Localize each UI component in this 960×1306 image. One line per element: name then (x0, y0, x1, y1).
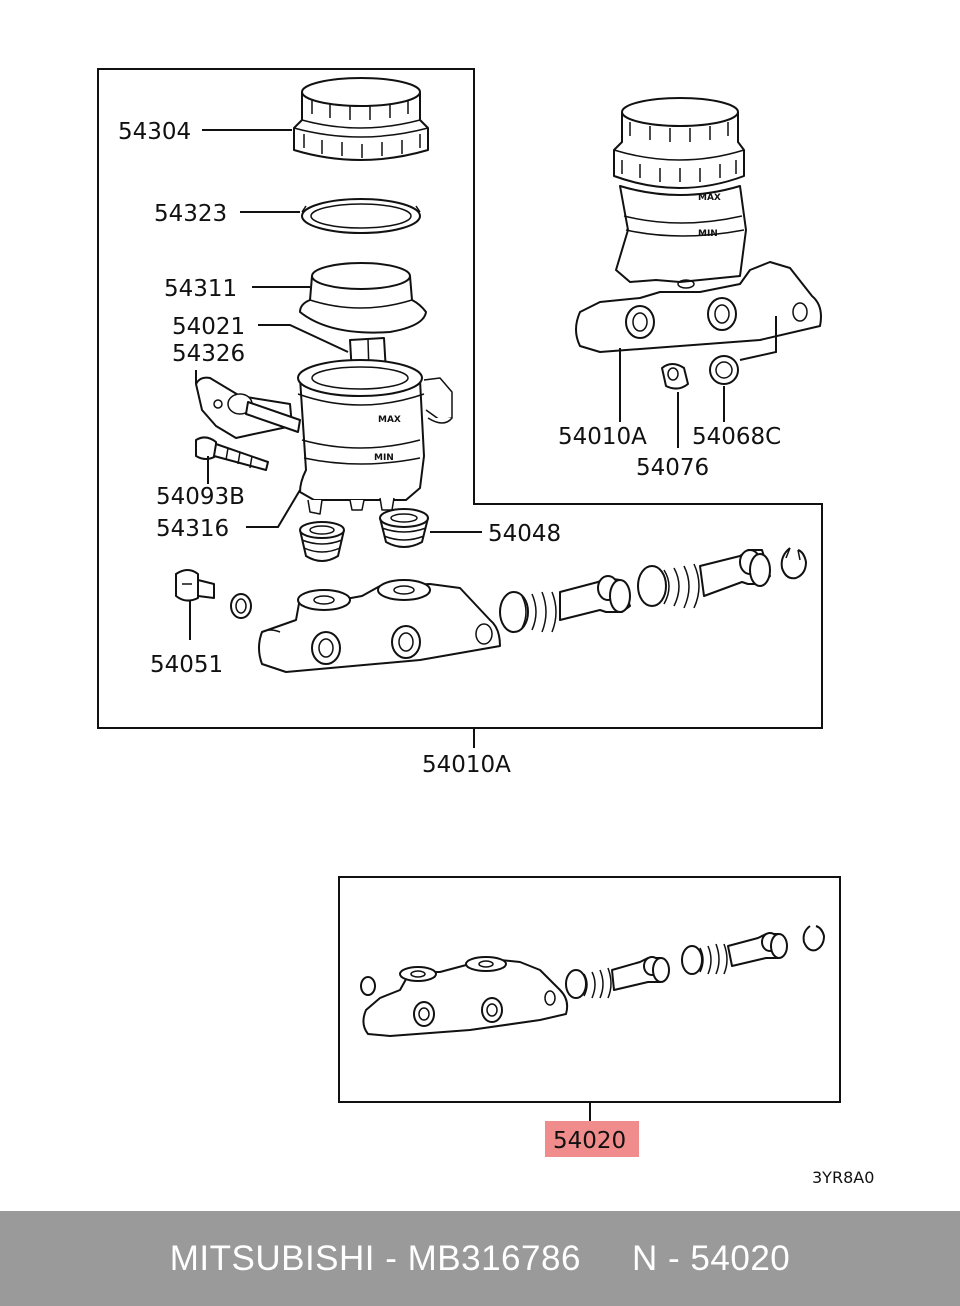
label-54020: 54020 (553, 1128, 626, 1154)
reservoir-seal-ring (301, 198, 421, 234)
bolt-54093b (195, 436, 269, 471)
secondary-piston-assembly (637, 549, 771, 609)
reservoir-cap (293, 77, 429, 161)
reservoir-diaphragm (299, 262, 427, 334)
side-min-mark: MIN (698, 229, 718, 239)
min-mark: MIN (374, 453, 394, 463)
label-54010a-side: 54010A (558, 424, 647, 450)
part-highlight (545, 1121, 639, 1157)
label-54093b: 54093B (156, 484, 245, 510)
bushing-54076 (661, 363, 689, 390)
diagram-code: 3YR8A0 (812, 1168, 874, 1187)
parts-diagram: MAX MIN (97, 68, 874, 1187)
main-assembly-frame (97, 68, 823, 729)
seal-54068c (709, 355, 739, 385)
part-number-caption: MITSUBISHI - MB316786 N - 54020 (169, 1238, 791, 1278)
assembled-master-cylinder: MAX MIN (575, 97, 822, 353)
label-54316: 54316 (156, 516, 229, 542)
footer-bar: MITSUBISHI - MB316786 N - 54020 (0, 1211, 960, 1306)
max-mark: MAX (378, 415, 401, 425)
o-ring-small (230, 593, 252, 619)
label-54323: 54323 (154, 201, 227, 227)
label-54010a-main: 54010A (422, 752, 511, 778)
grommet-right (379, 508, 429, 548)
reservoir-tank: MAX MIN (297, 359, 453, 515)
label-54068c: 54068C (692, 424, 781, 450)
master-cylinder-body (258, 579, 501, 673)
reservoir-bracket (195, 376, 301, 439)
primary-piston-assembly (499, 575, 631, 633)
label-54326: 54326 (172, 341, 245, 367)
grommet-left (299, 521, 345, 562)
label-54048: 54048 (488, 521, 561, 547)
plug-54051 (175, 569, 215, 602)
label-54311: 54311 (164, 276, 237, 302)
snap-ring (780, 547, 807, 580)
label-54304: 54304 (118, 119, 191, 145)
label-54051: 54051 (150, 652, 223, 678)
side-max-mark: MAX (698, 193, 721, 203)
repair-kit-contents (360, 925, 825, 1037)
label-54021: 54021 (172, 314, 245, 340)
label-54076: 54076 (636, 455, 709, 481)
